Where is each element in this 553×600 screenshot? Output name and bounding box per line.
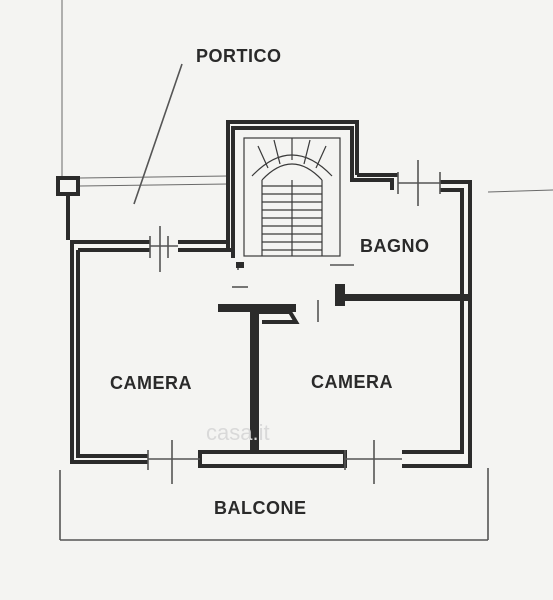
label-camera-left: CAMERA	[110, 373, 192, 393]
interior-walls	[218, 262, 470, 454]
watermark: casa.it	[206, 420, 270, 445]
site-boundary-lines	[61, 0, 553, 193]
label-balcone: BALCONE	[214, 498, 307, 518]
label-camera-right: CAMERA	[311, 372, 393, 392]
staircase	[243, 137, 341, 257]
portico-leader-line	[133, 63, 183, 205]
balcony-outline	[59, 468, 489, 541]
openings	[147, 160, 441, 484]
label-portico: PORTICO	[196, 46, 282, 66]
label-bagno: BAGNO	[360, 236, 430, 256]
